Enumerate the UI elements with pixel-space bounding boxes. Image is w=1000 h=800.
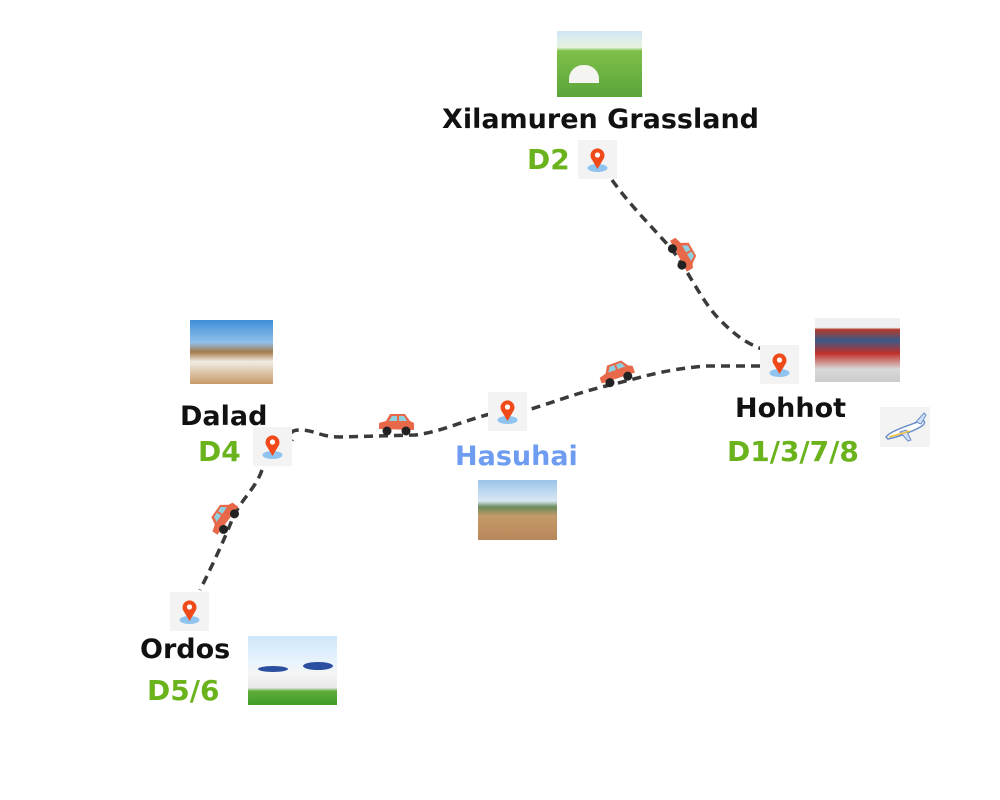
stop-day-xilamuren: D2 bbox=[527, 143, 570, 176]
map-pin-icon[interactable] bbox=[488, 392, 527, 431]
ordos-photo bbox=[248, 636, 337, 705]
stop-day-ordos: D5/6 bbox=[147, 674, 220, 707]
hasuhai-photo bbox=[478, 480, 557, 540]
car-icon bbox=[591, 352, 641, 395]
map-pin-icon[interactable] bbox=[170, 592, 209, 631]
xilamuren-photo bbox=[557, 31, 642, 97]
stop-name-xilamuren: Xilamuren Grassland bbox=[442, 104, 760, 135]
car-icon bbox=[660, 227, 707, 278]
stop-day-dalad: D4 bbox=[198, 435, 241, 468]
stop-name-hasuhai: Hasuhai bbox=[455, 441, 578, 472]
dalad-photo bbox=[190, 320, 273, 384]
stop-name-hohhot: Hohhot bbox=[735, 393, 847, 424]
map-pin-icon[interactable] bbox=[760, 345, 799, 384]
hohhot-photo bbox=[815, 318, 900, 382]
map-pin-icon[interactable] bbox=[578, 140, 617, 179]
car-icon bbox=[375, 409, 417, 439]
stop-day-hohhot: D1/3/7/8 bbox=[727, 435, 859, 468]
stop-name-dalad: Dalad bbox=[180, 401, 268, 432]
map-pin-icon[interactable] bbox=[253, 427, 292, 466]
airplane-icon bbox=[880, 407, 930, 447]
car-icon bbox=[199, 492, 248, 544]
stop-name-ordos: Ordos bbox=[140, 634, 231, 665]
